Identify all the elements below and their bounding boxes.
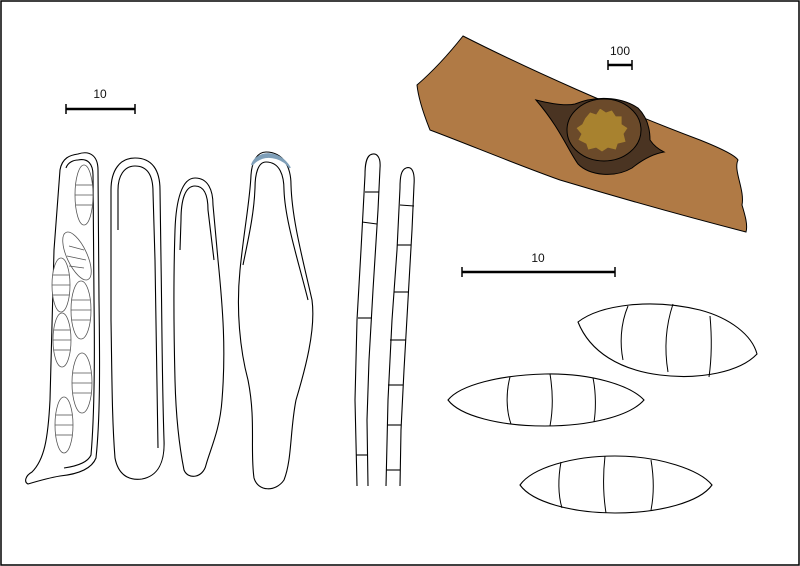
paraphysis [354, 153, 381, 487]
scale-bar-ascospores: 10 [461, 251, 616, 277]
scale-label-asci: 10 [93, 87, 107, 101]
ascospore [519, 455, 713, 514]
ascus-with-spores [25, 152, 101, 485]
scale-label-ascospores: 10 [531, 251, 545, 265]
ascospore-in-ascus [54, 396, 74, 454]
ascus [173, 177, 225, 477]
scale-label-ascoma: 100 [610, 44, 630, 58]
ascus [110, 157, 165, 480]
ascospore-in-ascus [52, 312, 72, 368]
ascus-with-apical-ring [237, 151, 314, 490]
ascospore [447, 373, 645, 427]
ascoma-on-bark [416, 35, 748, 233]
scale-bar-ascoma: 100 [607, 44, 633, 70]
ascospore-in-ascus [70, 280, 92, 340]
paraphysis [385, 167, 415, 487]
hymenium [575, 107, 629, 153]
apical-ring-tint [251, 153, 291, 169]
ascospore-in-ascus [51, 257, 71, 313]
scale-bar-asci: 10 [65, 87, 136, 114]
ascospore [577, 303, 758, 378]
ascospore-in-ascus [62, 231, 92, 281]
ascospore-in-ascus [74, 164, 94, 226]
ascospore-in-ascus [71, 352, 93, 414]
